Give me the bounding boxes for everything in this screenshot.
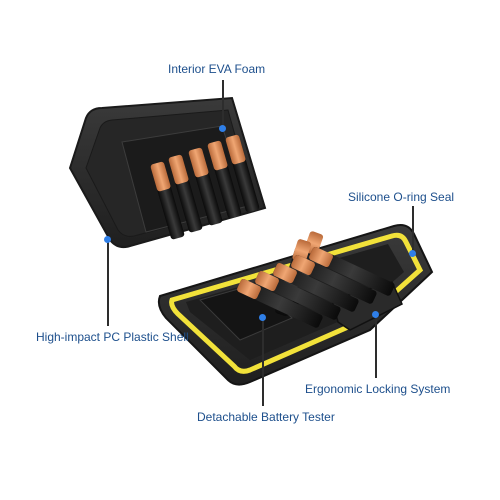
label-high-impact-pc-plastic-shell: High-impact PC Plastic Shell bbox=[36, 330, 189, 344]
lid-batteries bbox=[150, 134, 260, 240]
leader-interior-eva-foam bbox=[222, 80, 224, 128]
label-silicone-o-ring-seal: Silicone O-ring Seal bbox=[348, 190, 455, 204]
marker-interior-eva-foam bbox=[219, 125, 226, 132]
leader-ergonomic-locking-system bbox=[375, 316, 377, 378]
base-battery-row bbox=[237, 246, 395, 328]
marker-silicone-o-ring-seal bbox=[409, 250, 416, 257]
marker-high-impact-pc-plastic-shell bbox=[104, 236, 111, 243]
label-detachable-battery-tester: Detachable Battery Tester bbox=[197, 410, 335, 424]
label-ergonomic-locking-system: Ergonomic Locking System bbox=[305, 382, 451, 396]
leader-high-impact-pc-plastic-shell bbox=[107, 240, 109, 326]
o-ring-seal bbox=[169, 232, 424, 374]
marker-ergonomic-locking-system bbox=[372, 311, 379, 318]
leader-silicone-o-ring-seal bbox=[412, 206, 414, 252]
label-interior-eva-foam: Interior EVA Foam bbox=[168, 62, 266, 76]
leader-detachable-battery-tester bbox=[262, 318, 264, 406]
marker-detachable-battery-tester bbox=[259, 314, 266, 321]
